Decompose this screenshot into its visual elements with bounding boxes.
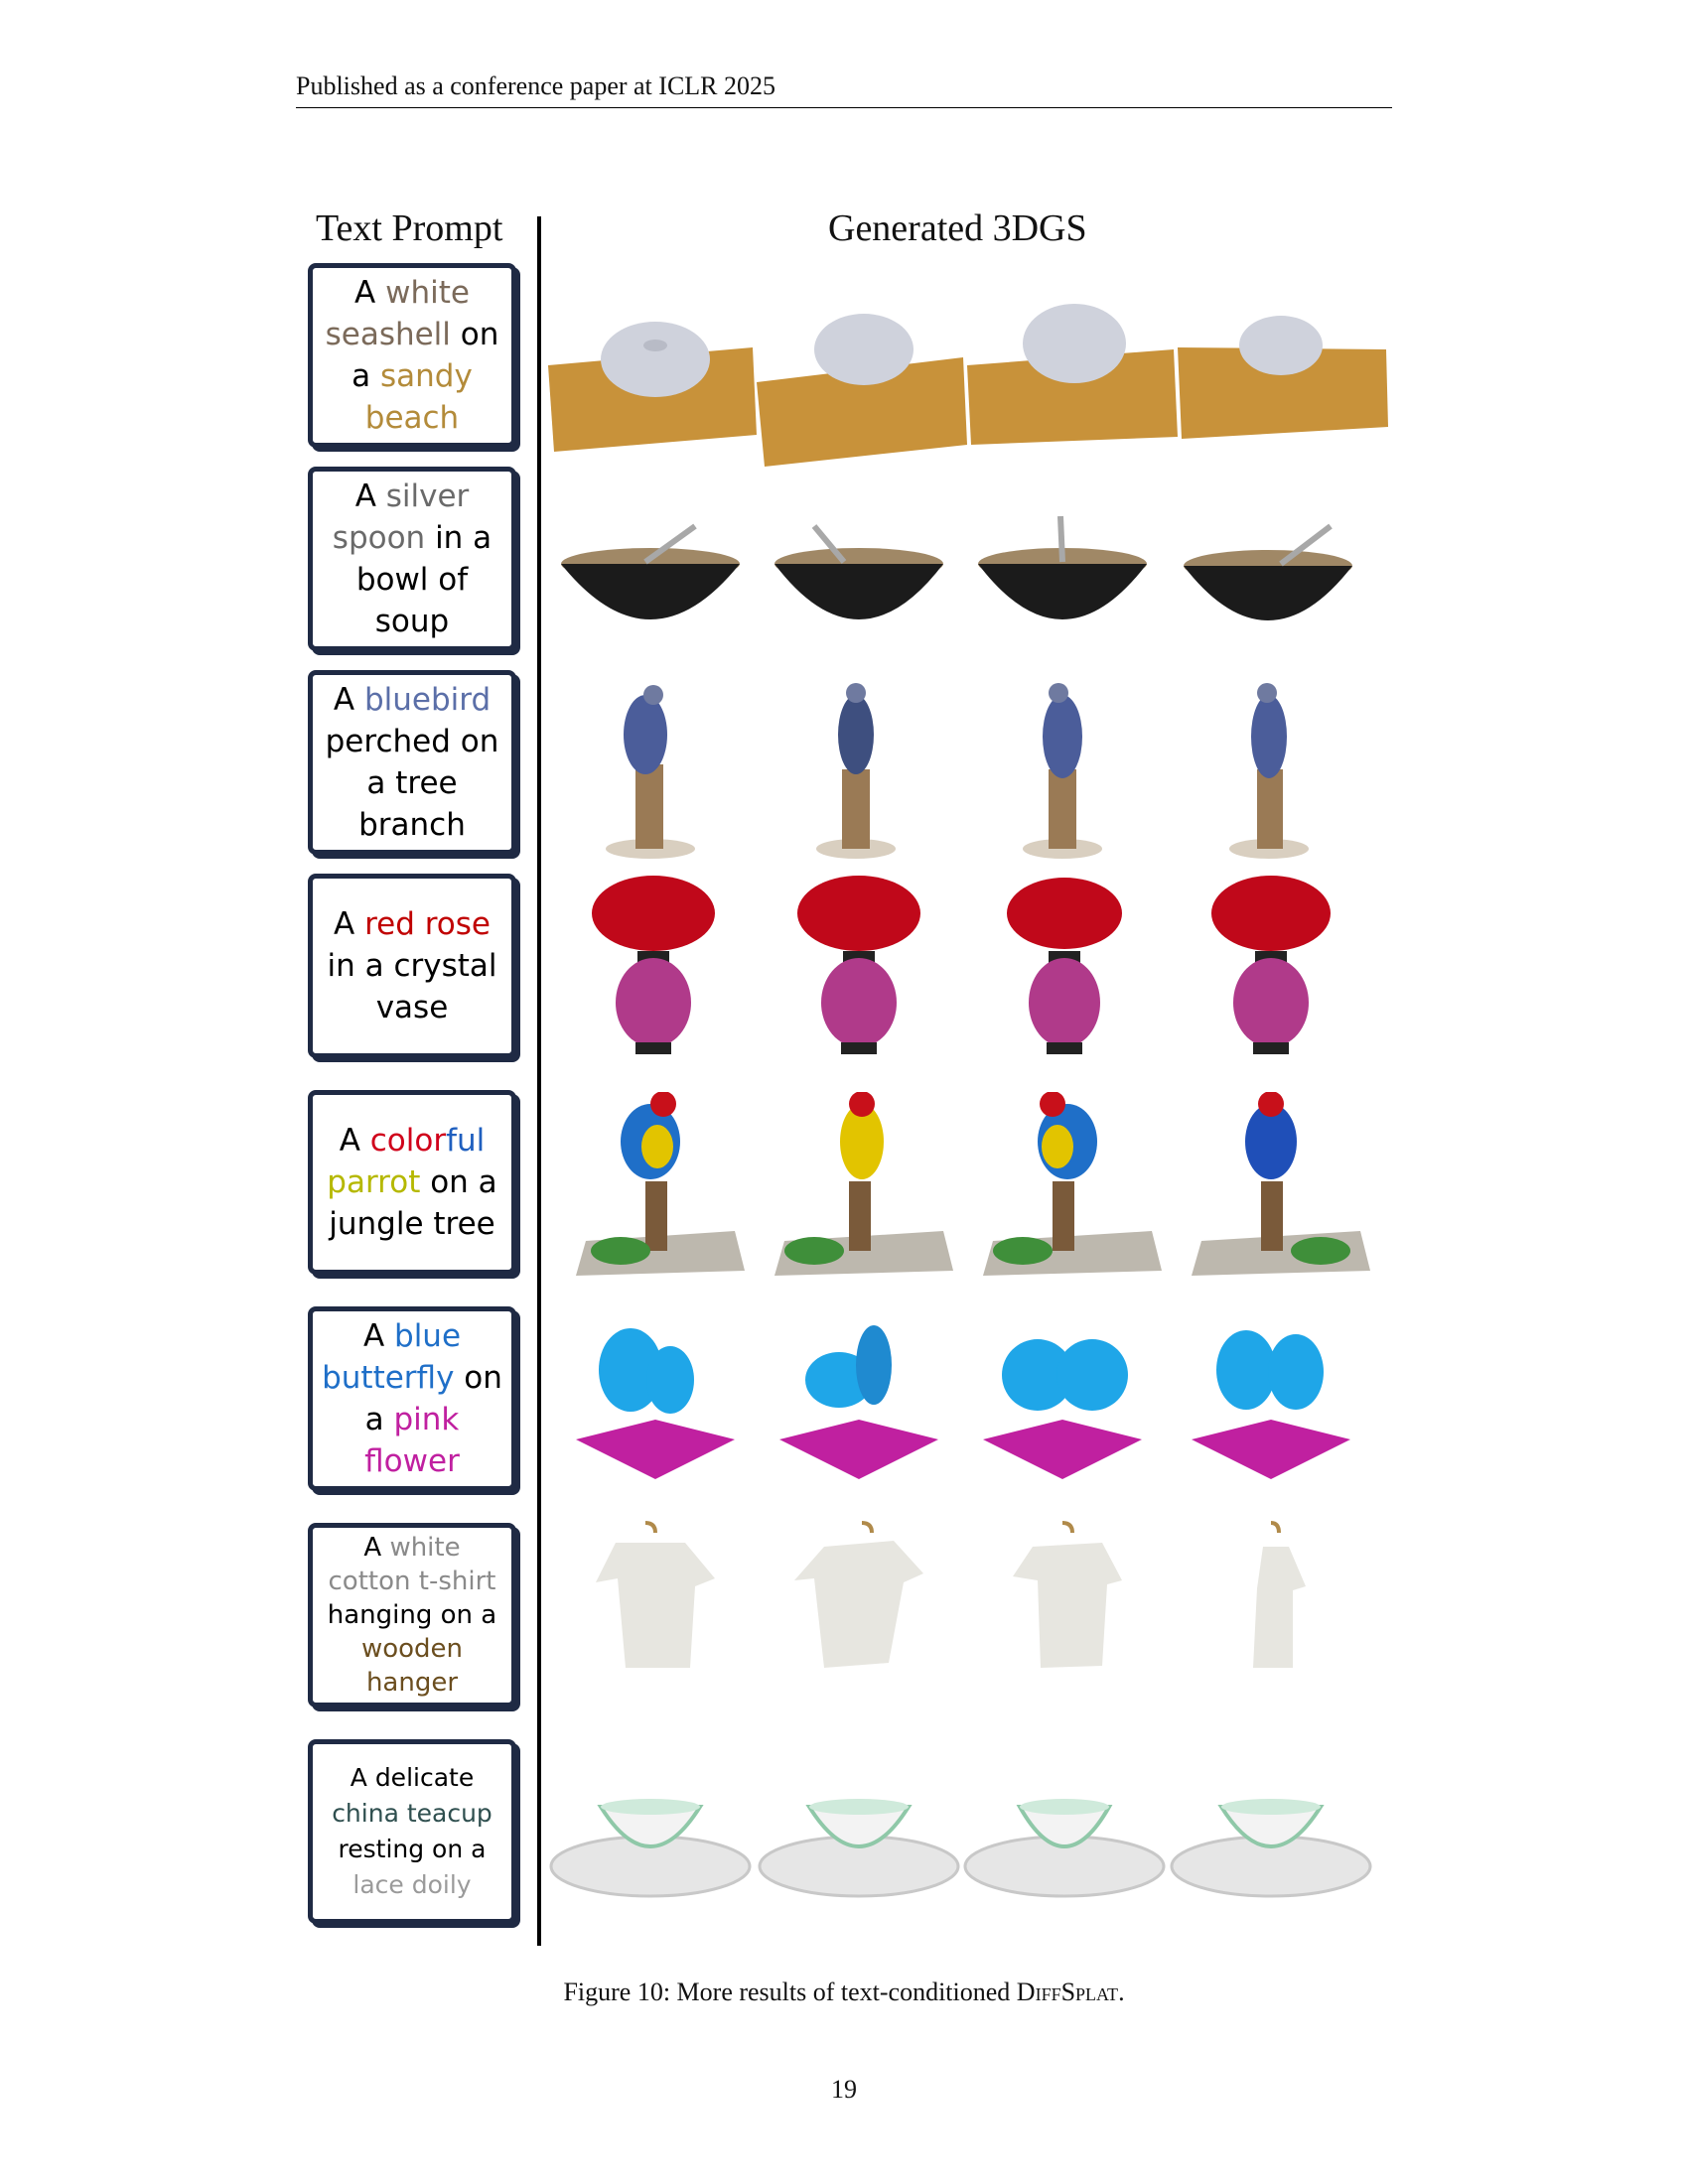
seashell-render (967, 304, 1178, 445)
parrot-render (983, 1091, 1162, 1276)
soup-bowl-render (978, 515, 1147, 619)
teacup-doily-render (1170, 1799, 1372, 1898)
seashell-render (1178, 316, 1388, 439)
teacup-doily-render (549, 1799, 752, 1898)
teacup-doily-render (758, 1799, 960, 1898)
prompt-segment: pink flower (364, 1402, 460, 1479)
tshirt-hanger-render (794, 1521, 923, 1668)
render-row-bluebird (546, 675, 1390, 864)
prompt-segment: on a jungle tree (329, 1164, 497, 1242)
figure-caption: Figure 10: More results of text-conditio… (0, 1978, 1688, 2007)
prompt-segment: on a (352, 317, 499, 394)
prompt-box-teacup: A delicate china teacup resting on a lac… (308, 1739, 516, 1924)
seashell-render (548, 322, 757, 452)
prompt-box-butterfly: A blue butterfly on a pink flower (308, 1306, 516, 1491)
parrot-render (1192, 1091, 1370, 1276)
prompt-segment: white (385, 275, 470, 311)
prompt-segment: on a (364, 1360, 502, 1437)
prompt-segment: A (363, 1533, 390, 1563)
running-header: Published as a conference paper at ICLR … (296, 71, 1392, 108)
rose-vase-render (592, 876, 715, 1054)
prompt-box-tshirt: A white cotton t-shirt hanging on a wood… (308, 1523, 516, 1707)
prompt-segment: china teacup (332, 1799, 492, 1828)
prompt-segment: red rose (364, 906, 491, 942)
tshirt-hanger-render (1013, 1521, 1122, 1668)
parrot-render (774, 1091, 953, 1276)
prompt-segment: perched on a tree branch (325, 724, 499, 843)
prompt-segment: A (354, 275, 386, 311)
prompt-segment: hanging on a (327, 1600, 497, 1630)
prompt-segment: A (339, 1123, 370, 1159)
prompt-segment: A (333, 682, 364, 718)
prompt-segment: white cotton t-shirt (328, 1533, 496, 1596)
prompt-segment: resting on a (338, 1835, 487, 1863)
prompt-segment: A delicate (350, 1763, 475, 1792)
prompt-box-seashell: A white seashell on a sandy beach (308, 263, 516, 448)
render-row-tshirt (546, 1519, 1390, 1707)
prompt-segment: parrot (327, 1164, 421, 1200)
prompt-text: A red rose in a crystal vase (321, 903, 503, 1028)
prompt-box-rose: A red rose in a crystal vase (308, 874, 516, 1058)
soup-bowl-render (561, 523, 740, 619)
tshirt-hanger-render (1253, 1521, 1306, 1668)
prompt-segment: sandy beach (364, 358, 473, 436)
prompt-segment: A (334, 906, 365, 942)
prompt-segment: A (362, 1318, 395, 1354)
page-number: 19 (831, 2075, 857, 2104)
generated-3dgs-column-title: Generated 3DGS (828, 207, 1087, 249)
prompt-segment: ful (446, 1123, 486, 1159)
prompt-text: A silver spoon in a bowl of soup (321, 476, 503, 642)
caption-prefix: Figure 10: More results of text-conditio… (563, 1978, 1017, 2006)
prompt-box-parrot: A colorful parrot on a jungle tree (308, 1090, 516, 1275)
prompt-segment: color (369, 1123, 447, 1159)
prompt-segment: silver spoon (332, 478, 470, 556)
prompt-segment: A (354, 478, 386, 514)
rose-vase-render (1007, 878, 1122, 1054)
bluebird-render (1023, 683, 1102, 859)
render-row-teacup (546, 1757, 1390, 1946)
render-row-rose (546, 874, 1390, 1062)
prompt-text: A delicate china teacup resting on a lac… (321, 1760, 503, 1903)
caption-method-name: DiffSplat (1016, 1978, 1119, 2006)
parrot-render (576, 1091, 745, 1276)
column-divider (537, 216, 541, 1946)
butterfly-flower-render (983, 1339, 1142, 1479)
prompt-text: A blue butterfly on a pink flower (321, 1315, 503, 1482)
bluebird-render (1229, 683, 1309, 859)
soup-bowl-render (774, 524, 943, 619)
teacup-doily-render (963, 1799, 1166, 1898)
butterfly-flower-render (576, 1328, 735, 1479)
render-row-seashell (546, 288, 1390, 477)
tshirt-hanger-render (596, 1521, 715, 1668)
rose-vase-render (1211, 876, 1331, 1054)
rose-vase-render (797, 876, 920, 1054)
prompt-segment: lace doily (352, 1870, 472, 1899)
prompt-text: A bluebird perched on a tree branch (321, 679, 503, 846)
caption-suffix: . (1118, 1978, 1125, 2006)
prompt-segment: wooden hanger (360, 1634, 464, 1698)
prompt-text: A colorful parrot on a jungle tree (321, 1120, 503, 1245)
prompt-box-spoon: A silver spoon in a bowl of soup (308, 467, 516, 651)
bluebird-render (606, 685, 695, 859)
butterfly-flower-render (779, 1325, 938, 1479)
seashell-render (757, 314, 967, 467)
prompt-segment: seashell (325, 317, 451, 352)
prompt-segment: blue butterfly (322, 1318, 462, 1396)
render-row-parrot (546, 1091, 1390, 1281)
prompt-text: A white seashell on a sandy beach (321, 272, 503, 439)
render-row-butterfly (546, 1310, 1390, 1499)
bluebird-render (816, 683, 896, 859)
prompt-box-bluebird: A bluebird perched on a tree branch (308, 670, 516, 855)
prompt-segment: bluebird (363, 682, 492, 718)
text-prompt-column-title: Text Prompt (316, 207, 503, 249)
prompt-text: A white cotton t-shirt hanging on a wood… (321, 1531, 503, 1700)
prompt-segment: in a crystal vase (327, 948, 497, 1025)
render-row-soup (546, 496, 1390, 685)
prompt-segment: in a bowl of soup (355, 520, 492, 639)
butterfly-flower-render (1192, 1330, 1350, 1479)
soup-bowl-render (1184, 523, 1352, 620)
